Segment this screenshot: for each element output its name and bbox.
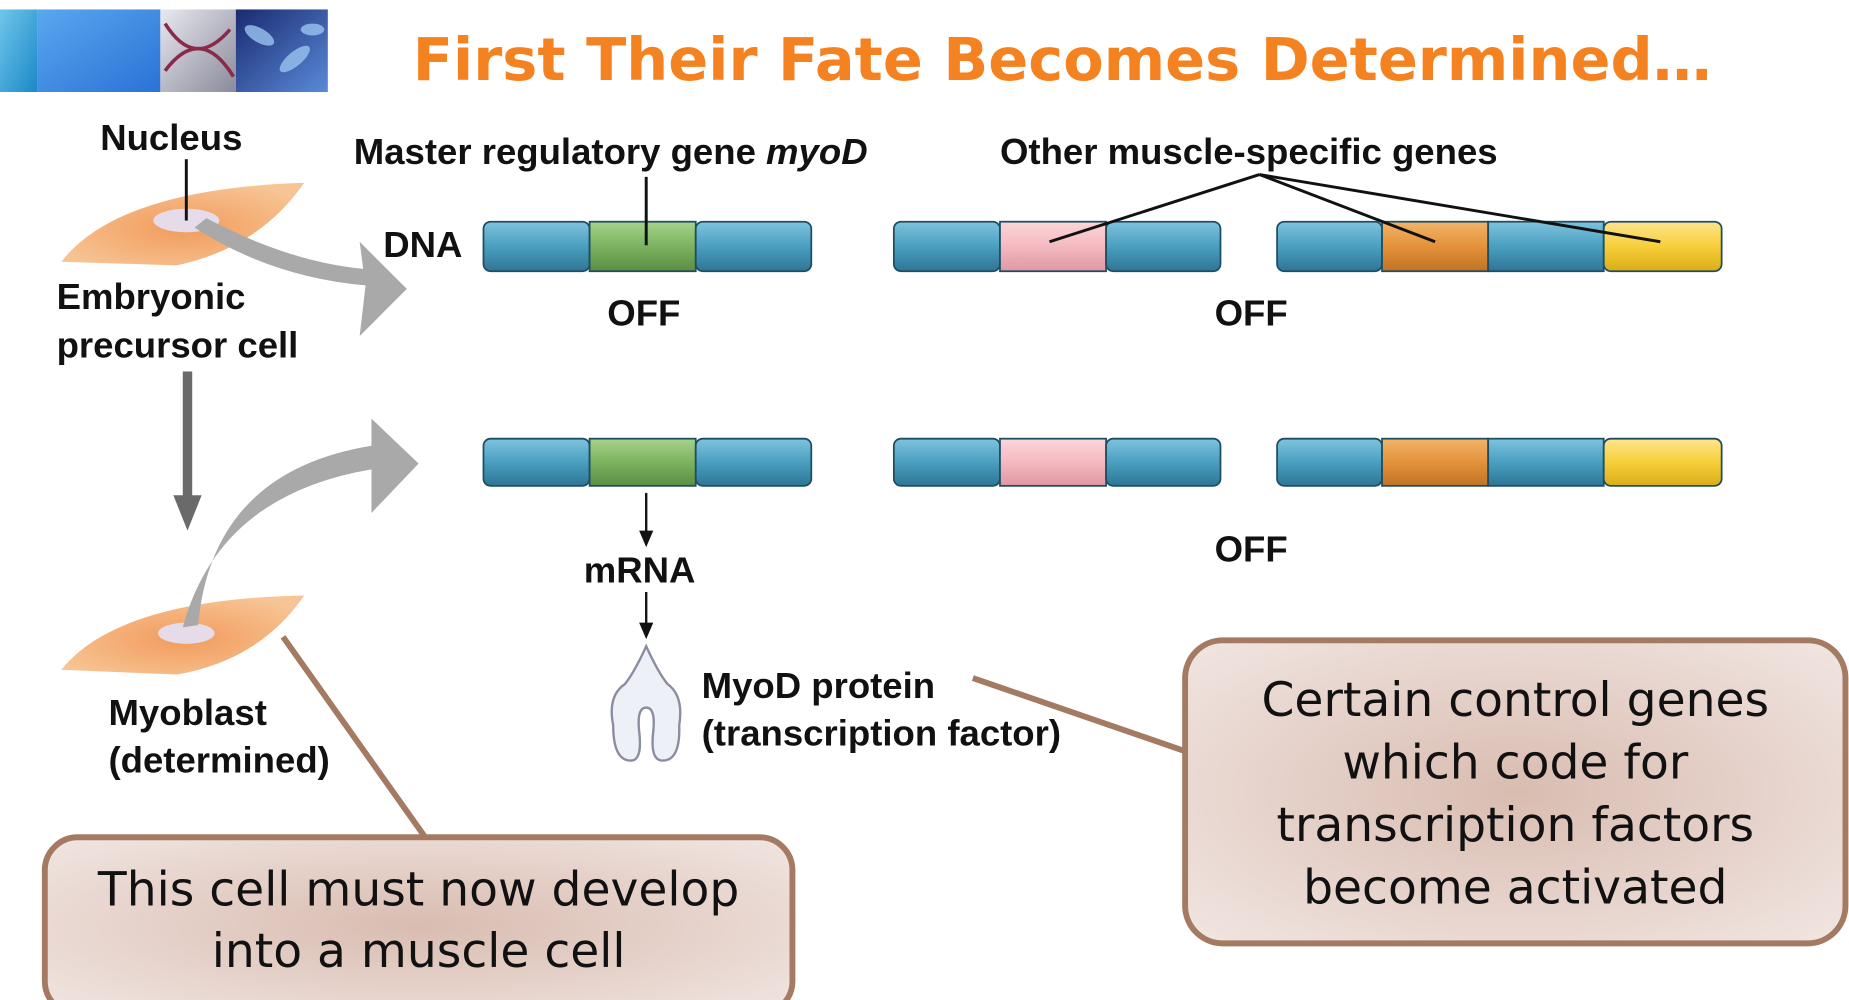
embryonic-label-line1: Embryonic bbox=[57, 276, 246, 317]
myoblast-nucleus-icon bbox=[158, 622, 215, 644]
callout-right-line1: Certain control genes bbox=[1262, 673, 1770, 728]
callout-right: Certain control genes which code for tra… bbox=[1182, 637, 1849, 947]
banner-dna-image bbox=[160, 9, 236, 92]
callout-pointer bbox=[280, 635, 430, 842]
dna-row-1 bbox=[482, 220, 1723, 273]
banner-lab-image bbox=[0, 9, 38, 92]
nucleus-label: Nucleus bbox=[100, 117, 242, 158]
master-gene-name: myoD bbox=[766, 131, 868, 172]
mrna-label: mRNA bbox=[584, 550, 696, 591]
myod-protein-icon bbox=[610, 643, 682, 762]
master-gene-prefix: Master regulatory gene bbox=[354, 131, 766, 172]
curved-arrow-icon bbox=[194, 218, 407, 337]
orange-yellow-gene-dna bbox=[1276, 220, 1723, 273]
myod-gene-dna bbox=[482, 220, 813, 273]
other-genes-label: Other muscle-specific genes bbox=[1000, 131, 1498, 172]
off-label: OFF bbox=[1215, 292, 1288, 333]
myoblast-label-line1: Myoblast bbox=[108, 692, 266, 733]
banner-images bbox=[0, 9, 328, 92]
gene-pointer-lines bbox=[1049, 173, 1661, 244]
off-label: OFF bbox=[1215, 528, 1288, 569]
callout-left-line1: This cell must now develop bbox=[97, 863, 739, 918]
off-label: OFF bbox=[607, 292, 680, 333]
slide-title: First Their Fate Becomes Determined… bbox=[413, 25, 1712, 94]
callout-pointer bbox=[971, 675, 1187, 754]
embryonic-label-line2: precursor cell bbox=[57, 324, 299, 365]
pink-gene-dna bbox=[892, 220, 1222, 273]
callout-right-line2: which code for bbox=[1342, 735, 1689, 790]
callout-left-line2: into a muscle cell bbox=[212, 924, 626, 979]
callout-left: This cell must now develop into a muscle… bbox=[41, 834, 796, 1000]
callout-right-line3: transcription factors bbox=[1276, 798, 1754, 853]
protein-label-line2: (transcription factor) bbox=[702, 712, 1061, 753]
myoblast-label-line2: (determined) bbox=[108, 739, 329, 780]
dna-label: DNA bbox=[383, 224, 462, 265]
master-gene-label: Master regulatory gene myoD bbox=[354, 131, 868, 172]
curved-arrow-icon bbox=[182, 418, 419, 628]
banner-bacteria-image bbox=[235, 9, 328, 92]
down-arrow-icon bbox=[182, 371, 193, 502]
protein-label-line1: MyoD protein bbox=[702, 665, 936, 706]
transcription-arrow-icon bbox=[639, 492, 654, 548]
banner-cells-image bbox=[37, 9, 161, 92]
dna-row-2 bbox=[482, 437, 1723, 487]
callout-right-line4: become activated bbox=[1303, 860, 1727, 915]
translation-arrow-icon bbox=[639, 591, 654, 640]
